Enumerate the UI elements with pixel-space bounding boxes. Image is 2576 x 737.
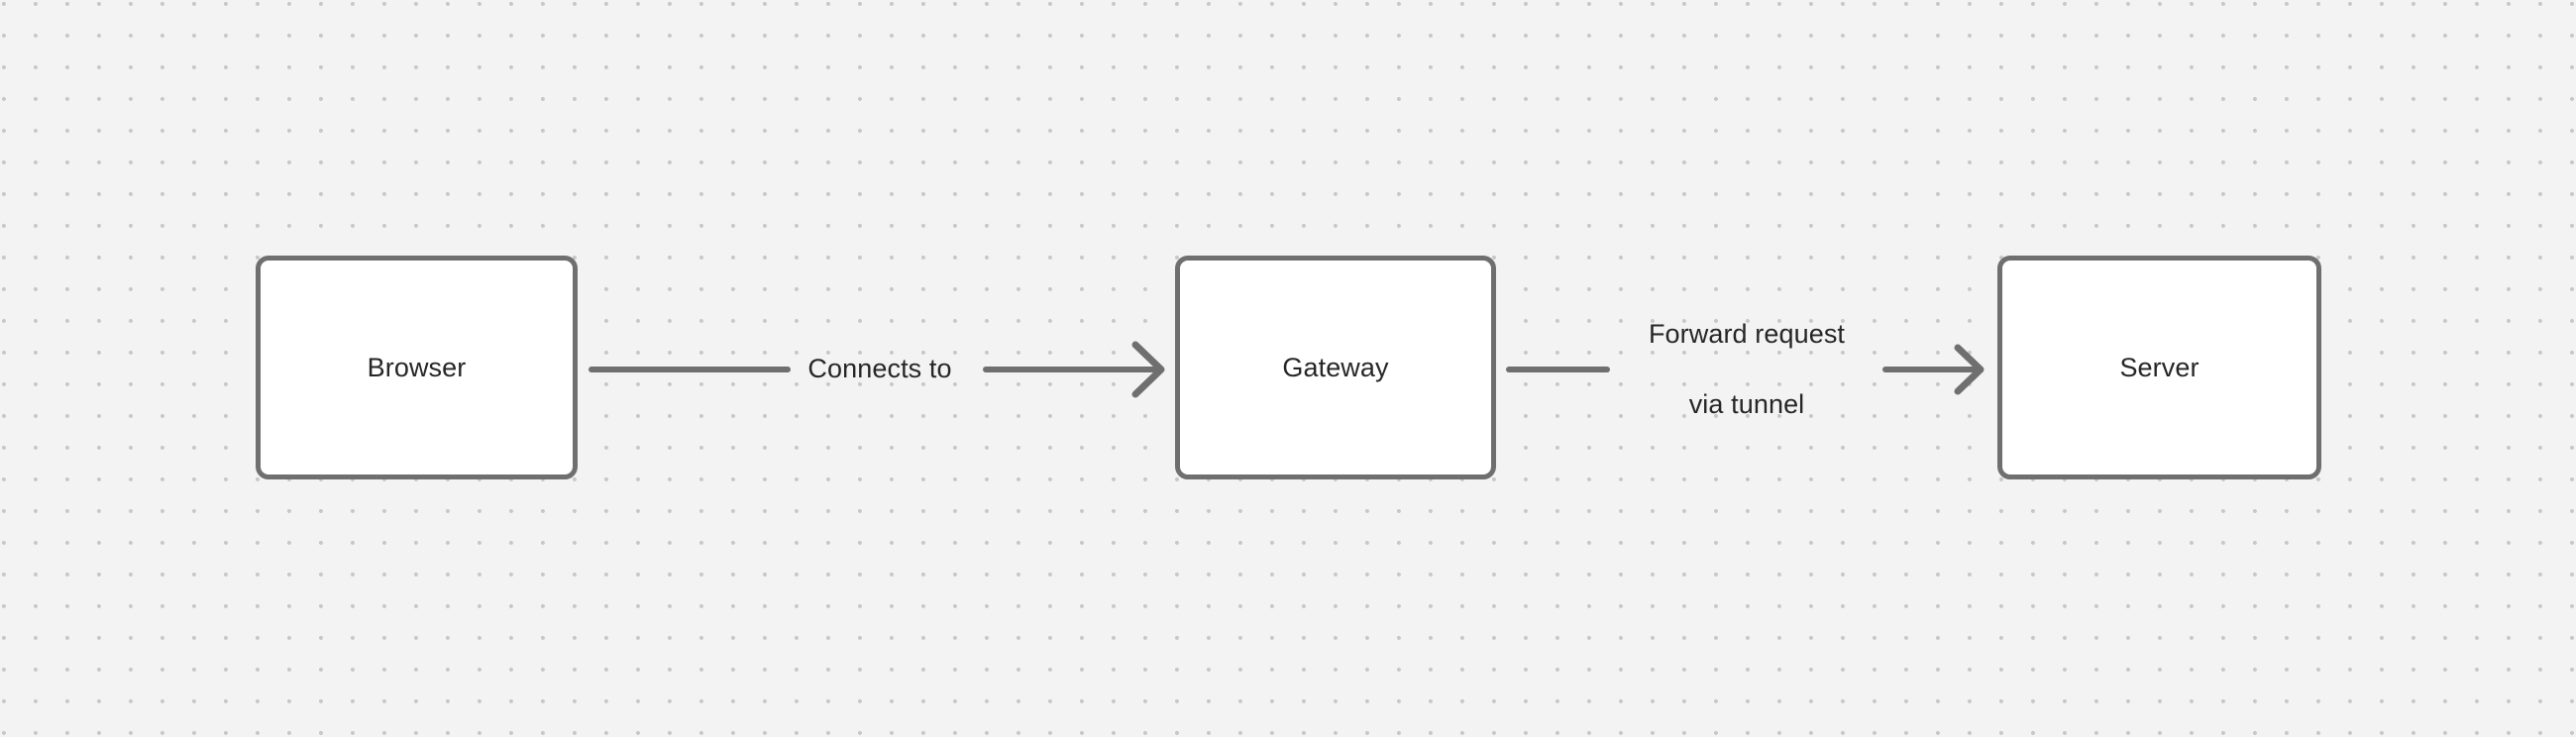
node-gateway[interactable]: Gateway <box>1175 256 1496 479</box>
edge-label-gateway-to-server-line-2: via tunnel <box>1688 388 1805 419</box>
edge-browser-to-gateway-arrowhead-icon <box>1131 341 1165 398</box>
node-browser-label: Browser <box>367 352 467 382</box>
node-gateway-label: Gateway <box>1282 352 1389 382</box>
edge-label-browser-to-gateway[interactable]: Connects to <box>807 354 952 384</box>
edge-gateway-to-server-arrowhead-icon <box>1954 344 1985 395</box>
node-server-label: Server <box>2119 352 2200 382</box>
edge-label-gateway-to-server-line-1: Forward request <box>1648 318 1846 349</box>
edge-label-gateway-to-server[interactable]: Forward request via tunnel <box>1645 281 1849 458</box>
node-server[interactable]: Server <box>1997 256 2321 479</box>
node-browser[interactable]: Browser <box>256 256 578 479</box>
